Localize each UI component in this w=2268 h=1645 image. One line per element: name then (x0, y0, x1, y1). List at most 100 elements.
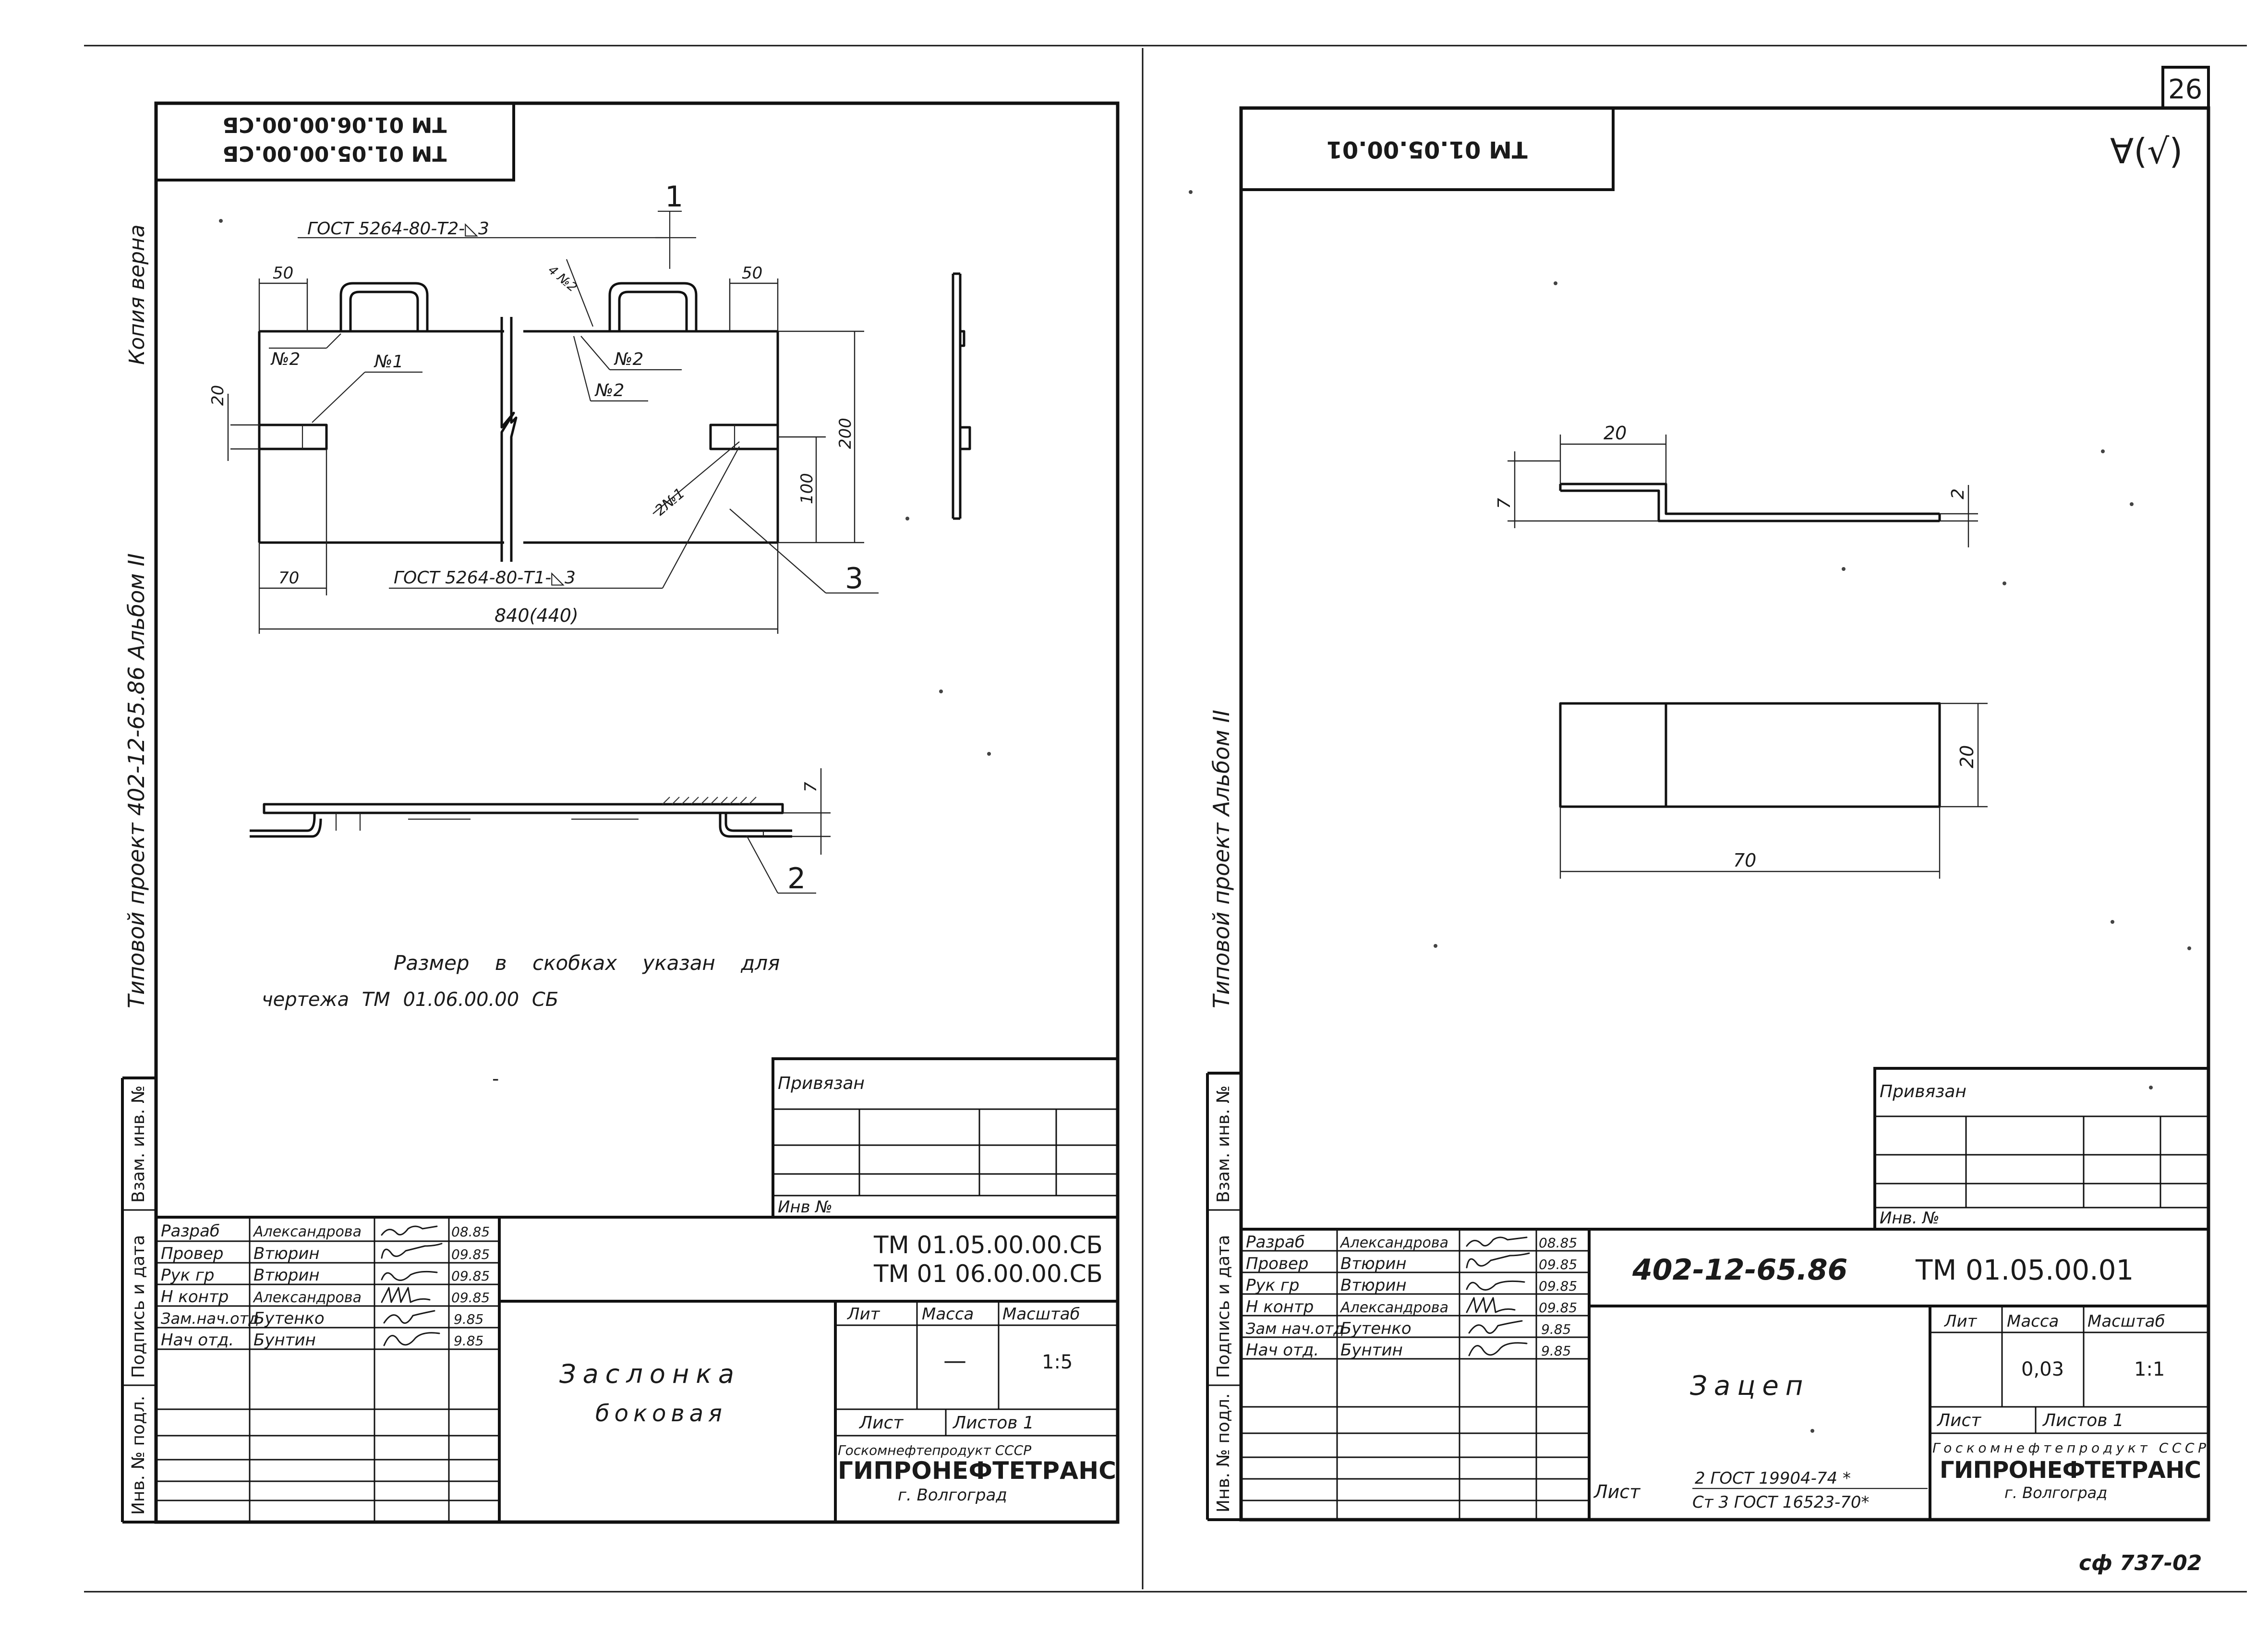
left-name-4: Бутенко (253, 1309, 325, 1328)
left-callouts: ГОСТ 5264-80-Т2-◺3 4 №2 1 №2 №1 №2 №2 2№… (269, 180, 879, 595)
right-designation-inverted: ТМ 01.05.00.01 (1326, 136, 1527, 163)
right-role-2: Рук гр (1246, 1276, 1299, 1295)
left-org-line-1: Госкомнефтепродукт СССР (838, 1442, 1031, 1458)
right-lit-label: Лит (1943, 1312, 1978, 1331)
position-1: 1 (665, 180, 683, 214)
right-designation: ТМ 01.05.00.01 (1915, 1254, 2134, 1286)
right-side-caption: Типовой проект Альбом II (1208, 710, 1234, 1008)
left-title-line-2: боковая (595, 1400, 727, 1427)
left-name-0: Александрова (253, 1223, 362, 1240)
left-copy-stamp: Копия верна (125, 224, 149, 365)
dim-50-left: 50 (273, 264, 293, 283)
n1-label: №1 (374, 352, 403, 372)
right-masshtab-label: Масштаб (2087, 1312, 2165, 1331)
left-signatures (381, 1225, 443, 1346)
note-line-1: Размер в скобках указан для (394, 951, 780, 975)
right-inv-no: Инв. № (1880, 1209, 1940, 1228)
dim-20: 20 (208, 385, 228, 406)
left-role-4: Зам.нач.отд (161, 1309, 259, 1328)
weld-bottom-label: ГОСТ 5264-80-Т1-◺3 (394, 568, 576, 588)
right-dim-20-top: 20 (1604, 423, 1627, 444)
right-org-line-3: г. Волгоград (2004, 1484, 2107, 1502)
right-dim-7: 7 (1495, 498, 1514, 509)
right-name-0: Александрова (1339, 1234, 1448, 1251)
right-material-2: Ст 3 ГОСТ 16523-70* (1692, 1493, 1870, 1512)
left-title-block: Привязан Инв № (155, 1057, 1119, 1524)
right-role-3: Н контр (1246, 1297, 1314, 1317)
right-role-4: Зам нач.отд (1246, 1319, 1344, 1338)
n2-right-label: №2 (614, 350, 643, 369)
left-designation-top: ТМ 01.05.00.00.СБ (223, 141, 447, 166)
right-listov-label: Листов 1 (2042, 1411, 2124, 1430)
left-designation-2: ТМ 01 06.00.00.СБ (873, 1260, 1103, 1288)
left-masshtab-value: 1:5 (1042, 1351, 1073, 1373)
dim-840: 840(440) (495, 605, 579, 626)
right-project-code: 402-12-65.86 (1632, 1253, 1847, 1287)
n2-left-label: №2 (270, 350, 300, 369)
right-massa-value: 0,03 (2021, 1358, 2064, 1380)
right-massa-label: Масса (2007, 1312, 2059, 1331)
position-2: 2 (787, 862, 806, 895)
right-name-1: Втюрин (1340, 1254, 1407, 1273)
right-org-line-2: ГИПРОНЕФТЕТРАНС (1940, 1457, 2201, 1484)
right-privyazan: Привязан (1880, 1082, 1966, 1101)
left-date-1: 09.85 (451, 1246, 490, 1262)
left-massa-label: Масса (922, 1305, 974, 1324)
left-masshtab-label: Масштаб (1002, 1305, 1080, 1324)
dim-50-right: 50 (742, 264, 762, 283)
left-dimensions: 50 50 20 200 100 70 840(440) (208, 264, 864, 634)
right-role-1: Провер (1246, 1254, 1309, 1273)
left-date-4: 9.85 (454, 1311, 483, 1327)
right-dim-20-side: 20 (1956, 745, 1978, 768)
left-side-caption: Типовой проект 402-12-65.86 Альбом II (123, 553, 149, 1008)
left-col-inv: Инв. № подл. (129, 1396, 148, 1515)
left-elevation-view: 7 2 (250, 768, 831, 895)
left-dash-mark: - (492, 1068, 499, 1090)
left-designation-block: ТМ 01.05.00.00.СБ ТМ 01.06.00.00.СБ (223, 112, 447, 166)
footer-code: сф 737-02 (2079, 1551, 2202, 1575)
right-date-2: 09.85 (1539, 1278, 1577, 1294)
scan-specks (219, 190, 2191, 1433)
right-name-3: Александрова (1339, 1299, 1448, 1316)
left-org-line-3: г. Волгоград (898, 1486, 1007, 1505)
left-list-label: Лист (858, 1413, 904, 1433)
left-role-2: Рук гр (161, 1266, 214, 1285)
roughness-mark: ∀(√) (2110, 131, 2183, 171)
right-name-2: Втюрин (1340, 1276, 1407, 1295)
right-org-line-1: Госкомнефтепродукт СССР (1932, 1440, 2206, 1456)
right-name-4: Бутенко (1340, 1319, 1411, 1338)
note-line-2: чертежа ТМ 01.06.00.00 СБ (262, 989, 558, 1011)
weld-top-label: ГОСТ 5264-80-Т2-◺3 (307, 219, 489, 239)
right-title-block: Привязан Инв. № (1240, 1067, 2210, 1521)
left-org-line-2: ГИПРОНЕФТЕТРАНС (838, 1457, 1116, 1485)
left-side-view (952, 272, 971, 520)
dim-70: 70 (278, 568, 299, 588)
right-col-inv: Инв. № подл. (1214, 1393, 1233, 1512)
left-date-0: 08.85 (451, 1224, 490, 1240)
right-date-0: 08.85 (1539, 1235, 1577, 1251)
left-name-1: Втюрин (253, 1244, 320, 1263)
left-role-1: Провер (161, 1244, 224, 1263)
dim-100: 100 (797, 473, 817, 504)
left-date-5: 9.85 (454, 1333, 483, 1349)
left-col-podpis: Подпись и дата (129, 1235, 148, 1378)
right-sheet: 26 Взам. инв. № Подпись и дата Инв. № по… (1206, 66, 2210, 1522)
right-material-1: 2 ГОСТ 19904-74 * (1695, 1469, 1851, 1488)
left-massa-value: — (943, 1347, 966, 1374)
left-name-3: Александрова (253, 1289, 362, 1306)
right-date-1: 09.85 (1539, 1257, 1577, 1272)
left-lit-label: Лит (846, 1305, 881, 1324)
right-dim-70: 70 (1733, 850, 1756, 871)
right-list-label: Лист (1936, 1411, 1981, 1430)
right-date-5: 9.85 (1541, 1343, 1571, 1359)
left-role-5: Нач отд. (161, 1331, 234, 1350)
right-designation-block: ТМ 01.05.00.01 (1326, 136, 1527, 163)
page-number: 26 (2168, 74, 2202, 105)
left-designation-1: ТМ 01.05.00.00.СБ (873, 1231, 1103, 1259)
dim-7-left: 7 (801, 782, 820, 792)
right-title: Зацеп (1690, 1370, 1810, 1402)
left-listov-label: Листов 1 (952, 1413, 1034, 1433)
left-part-view (258, 282, 779, 562)
left-col-vzam: Взам. инв. № (129, 1086, 148, 1203)
